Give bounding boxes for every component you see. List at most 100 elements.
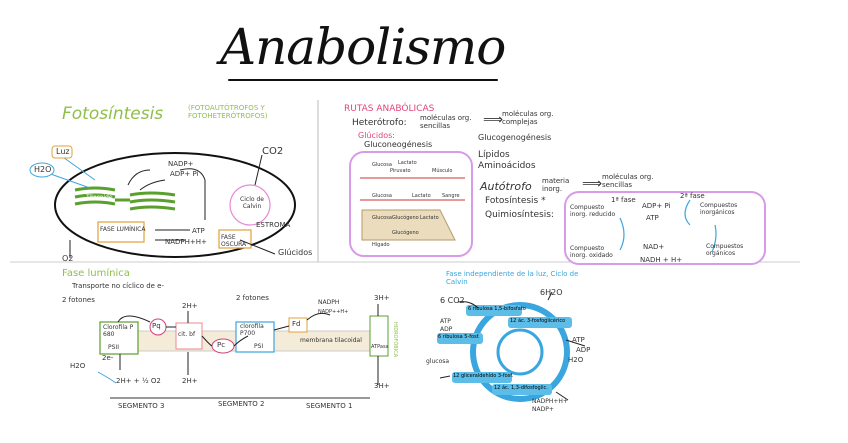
calvin-box3-label: 6 ribulosa 5-fosf. [438, 334, 480, 340]
auto-left: materia inorg. [542, 177, 570, 193]
fl-nadph: NADPH [318, 299, 340, 306]
calvin-box5-label: 12 ác. 1,3-difosfoglic. [494, 385, 548, 391]
fase2-label: 2ª fase [680, 192, 705, 200]
gn-higado: Hígado [372, 242, 390, 248]
psi-label: PSI [254, 343, 264, 350]
quimio-atp: ATP [646, 214, 659, 222]
comp-inorganicos: Compuestos inorgánicos [700, 202, 738, 216]
gn-glucosa3: Glucosa [372, 215, 392, 221]
auto-right: moléculas org. sencillas [602, 173, 654, 189]
calvin-box1-label: 6 ribulosa 1,5-bifosfato [468, 306, 526, 312]
fase-luminica-heading: Fase lumínica [62, 268, 130, 279]
calvin-arrows [439, 291, 586, 401]
pq-label: Pq [152, 322, 161, 330]
h2o-label: H2O [34, 165, 52, 174]
fase1-label: 1ª fase [611, 196, 636, 204]
glucogenogenesis-label: Glucogenogénesis [478, 133, 552, 142]
calvin-box-3 [437, 333, 483, 344]
fotosintesis-heading: Fotosíntesis [62, 104, 164, 124]
gn-piruvato: Piruvato [390, 168, 411, 174]
fl-h2o: H2O [70, 362, 86, 370]
glucidos-heading: Glúcidos: [358, 131, 395, 140]
calvin-cycle-circle [229, 184, 271, 226]
atpasa-box [369, 315, 389, 357]
title-underline [228, 79, 498, 81]
calvin-heading: Fase independiente de la luz, Ciclo de C… [446, 270, 579, 286]
tilacoide-label: Tilacoide [86, 194, 113, 201]
clorofila2-label: clorofila P700 [240, 323, 264, 337]
quimio-arrows [619, 199, 717, 253]
fl-3h-bottom: 3H+ [374, 382, 390, 390]
fase-oscura-box [218, 229, 252, 249]
fl-atpasa: ATPasa [371, 344, 389, 350]
page-title: Anabolismo [220, 18, 506, 76]
quimio-adp-pi: ADP+ Pi [642, 202, 671, 210]
pc-label: Pc [217, 341, 226, 349]
o2-label: O2 [62, 254, 74, 263]
fl-nadp: NADP++H+ [318, 309, 349, 315]
segmento-2: SEGMENTO 2 [218, 400, 265, 408]
cit-label: cit. bf [178, 331, 196, 338]
comp-organicos: Compuestos orgánicos [706, 243, 744, 257]
thylakoid-stack [74, 186, 176, 211]
water-split-arrow [97, 371, 117, 384]
gn-lactato2: Lactato [412, 193, 431, 199]
clorofila1-label: Clorofila P 680 [103, 324, 134, 338]
aminoacidos-label: Aminoácidos [478, 161, 536, 171]
calvin-box-4 [452, 372, 512, 383]
fotones1-label: 2 fotones [62, 296, 95, 304]
adp-pi-label: ADP+ Pi [170, 170, 199, 178]
ciclo-calvin-label: Ciclo de Calvin [240, 196, 264, 210]
fase-luminica-box [97, 221, 145, 243]
calvin-atp-in: ATP [440, 318, 451, 325]
calvin-box-1 [466, 305, 522, 316]
gn-lactato3: Lactato [420, 215, 439, 221]
chloroplast-outline [54, 152, 296, 258]
fotones2-label: 2 fotones [236, 294, 269, 302]
gn-glucogeno: Glucógeno [392, 215, 419, 221]
fl-hidrofobica: HIDROFÓBICA [392, 322, 398, 358]
segmento-3: SEGMENTO 3 [118, 402, 165, 410]
estroma-label: ESTROMA [256, 221, 291, 229]
quimio-nad: NAD+ [643, 243, 665, 251]
luz-label: Luz [56, 147, 70, 156]
gluconeogenesis-item: Gluconeogénesis [364, 140, 433, 149]
calvin-adp: ADP [440, 326, 453, 333]
gn-glucosa: Glucosa [372, 162, 392, 168]
co2-label: CO2 [262, 146, 284, 157]
calvin-outer-ring [470, 302, 570, 402]
membrana-label: membrana tilacoidal [300, 337, 362, 344]
gn-sangre: Sangre [442, 193, 460, 199]
calvin-atp-right: ATP [572, 336, 585, 344]
autotrofo-label: Autótrofo [480, 180, 532, 193]
quimiosintesis-box [564, 191, 766, 265]
quimio-nadh: NADH + H+ [640, 256, 683, 264]
calvin-nadph: NADPH+H+ [532, 398, 568, 405]
calvin-box-5 [492, 384, 552, 395]
atp-label: ATP [192, 227, 205, 235]
gn-glucogeno2: Glucógeno [392, 230, 419, 236]
fd-label: Fd [292, 320, 301, 328]
calvin-glucosa: glucosa [426, 358, 450, 365]
comp-inorg-ox: Compuesto inorg. oxidado [570, 245, 613, 259]
fotosintesis-ref: Fotosíntesis * [485, 196, 546, 206]
gn-musculo: Músculo [432, 168, 453, 174]
calvin-h2o-2: H2O [568, 356, 584, 364]
calvin-co2: 6 CO2 [440, 296, 465, 305]
blood-vessels [360, 177, 465, 201]
fase-oscura-box-label: FASE OSCURA [221, 234, 247, 248]
fl-2e: 2e- [102, 354, 114, 362]
het-arrow: ⟹ [483, 112, 504, 128]
comp-inorg-red: Compuesto inorg. reducido [570, 204, 616, 218]
calvin-h2o: 6H2O [540, 288, 563, 297]
calvin-box4-label: 12 gliceraldehído 3-fosf. [453, 373, 514, 379]
fase-luminica-box-label: FASE LUMÍNICA [100, 226, 146, 233]
cyt-bf [175, 322, 203, 350]
segmento-1: SEGMENTO 1 [306, 402, 353, 410]
fase-luminica-bullet: Transporte no cíclico de e- [72, 282, 165, 290]
nadph-label: NADPH+H+ [165, 238, 207, 246]
calvin-inner-ring [496, 328, 544, 376]
fl-2h-bottom: 2H+ [182, 377, 198, 385]
fl-3h-top: 3H+ [374, 294, 390, 302]
